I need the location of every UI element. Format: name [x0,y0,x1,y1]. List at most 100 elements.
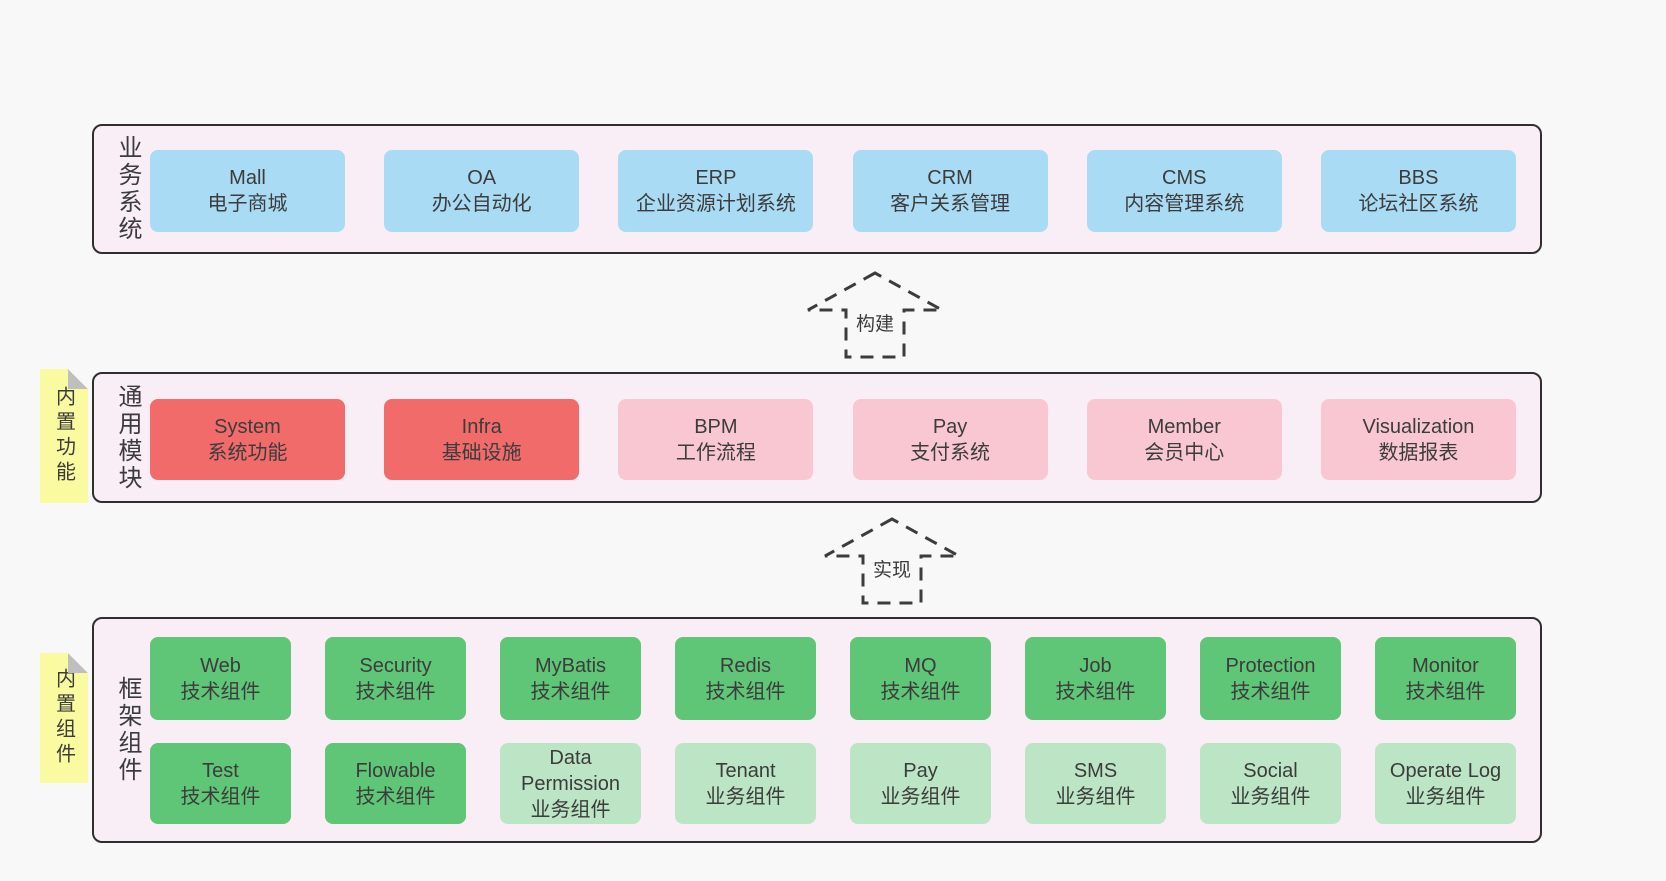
box-subtitle: 技术组件 [705,680,786,703]
box-subtitle: 技术组件 [1230,680,1311,703]
box-subtitle: 企业资源计划系统 [635,193,796,215]
box-title: System [214,415,281,438]
sticky-note-builtin-features: 内置功能 [40,369,88,503]
implement-arrow-label: 实现 [868,554,916,583]
box-title: MQ [904,654,937,677]
box-subtitle: 技术组件 [355,785,436,808]
layer-business-systems: 业务系统 Mall 电子商城 OA 办公自动化 ERP 企业资源计划系统 CRM 客户关系管理… [92,124,1542,254]
box-title: Tenant [715,759,776,782]
box-title: Pay [903,759,938,782]
implement-arrow: 实现 [822,516,962,606]
box-mybatis: MyBatis 技术组件 [500,637,641,720]
box-title: SMS [1073,759,1118,782]
box-protection: Protection 技术组件 [1200,637,1341,720]
box-title: MyBatis [534,654,607,677]
box-mq: MQ 技术组件 [850,637,991,720]
box-subtitle: 基础设施 [441,441,522,464]
up-block-arrow-icon [824,517,960,605]
box-operate-log: Operate Log 业务组件 [1375,743,1516,824]
box-subtitle: 办公自动化 [431,193,532,215]
sticky-note-label: 内置组件 [52,668,75,768]
build-arrow-label: 构建 [851,308,899,337]
box-title: Operate Log [1389,759,1502,782]
box-cms: CMS 内容管理系统 [1086,150,1282,232]
box-title: Mall [229,167,266,189]
box-social: Social 业务组件 [1200,743,1341,824]
box-title: ERP [695,167,737,189]
box-subtitle: 内容管理系统 [1124,193,1245,215]
box-title: Visualization [1362,415,1475,438]
sticky-note-label: 内置功能 [52,386,75,486]
box-title: Security [359,654,432,677]
box-title: Data Permission [521,746,620,795]
box-mall: Mall 电子商城 [150,150,345,232]
sticky-note-builtin-components: 内置组件 [40,653,88,783]
box-title: Redis [719,654,772,677]
box-title: Monitor [1412,654,1479,677]
box-subtitle: 业务组件 [1230,785,1311,808]
box-subtitle: 会员中心 [1144,441,1225,464]
box-tenant: Tenant 业务组件 [675,743,816,824]
box-sms: SMS 业务组件 [1025,743,1166,824]
layer-common-modules: 通用模块 System 系统功能 Infra 基础设施 BPM 工作流程 Pay 支付系统 Me… [92,372,1542,503]
box-title: Pay [932,415,968,438]
box-subtitle: 支付系统 [910,441,991,464]
box-title: OA [467,167,497,189]
box-subtitle: 技术组件 [1055,680,1136,703]
box-subtitle: 业务组件 [530,798,611,821]
box-subtitle: 电子商城 [207,193,288,215]
box-member: Member 会员中心 [1086,399,1282,480]
up-block-arrow-icon [807,271,943,359]
box-flowable: Flowable 技术组件 [325,743,466,824]
box-title: Web [200,654,241,677]
box-job: Job 技术组件 [1025,637,1166,720]
box-security: Security 技术组件 [325,637,466,720]
box-subtitle: 技术组件 [180,680,261,703]
common-modules-row: System 系统功能 Infra 基础设施 BPM 工作流程 Pay 支付系统 Member 会… [150,399,1516,480]
box-monitor: Monitor 技术组件 [1375,637,1516,720]
box-crm: CRM 客户关系管理 [852,150,1048,232]
layer-label-business-systems: 业务系统 [114,135,141,243]
box-subtitle: 系统功能 [207,441,288,464]
box-subtitle: 技术组件 [530,680,611,703]
box-title: Social [1243,759,1298,782]
box-title: Member [1147,415,1221,438]
layer-label-common-modules: 通用模块 [114,383,141,492]
box-subtitle: 业务组件 [1055,785,1136,808]
box-title: Job [1079,654,1112,677]
box-title: Infra [461,415,502,438]
box-pay: Pay 业务组件 [850,743,991,824]
box-subtitle: 业务组件 [880,785,961,808]
box-subtitle: 业务组件 [705,785,786,808]
box-data-permission: Data Permission 业务组件 [500,743,641,824]
business-systems-row: Mall 电子商城 OA 办公自动化 ERP 企业资源计划系统 CRM 客户关系管理 CMS 内容… [150,150,1516,232]
box-subtitle: 业务组件 [1405,785,1486,808]
box-title: Protection [1225,654,1316,677]
box-title: BBS [1398,167,1439,189]
box-test: Test 技术组件 [150,743,291,824]
box-oa: OA 办公自动化 [384,150,580,232]
box-erp: ERP 企业资源计划系统 [618,150,814,232]
box-title: Flowable [355,759,436,782]
box-subtitle: 工作流程 [675,441,756,464]
box-subtitle: 客户关系管理 [890,193,1011,215]
box-system: System 系统功能 [150,399,345,480]
box-subtitle: 技术组件 [180,785,261,808]
box-infra: Infra 基础设施 [384,399,580,480]
box-bpm: BPM 工作流程 [618,399,814,480]
box-title: Test [202,759,239,782]
box-redis: Redis 技术组件 [675,637,816,720]
box-subtitle: 技术组件 [1405,680,1486,703]
box-pay: Pay 支付系统 [852,399,1048,480]
box-subtitle: 技术组件 [355,680,436,703]
box-subtitle: 技术组件 [880,680,961,703]
box-title: BPM [694,415,738,438]
box-title: CRM [927,167,973,189]
box-title: CMS [1162,167,1207,189]
